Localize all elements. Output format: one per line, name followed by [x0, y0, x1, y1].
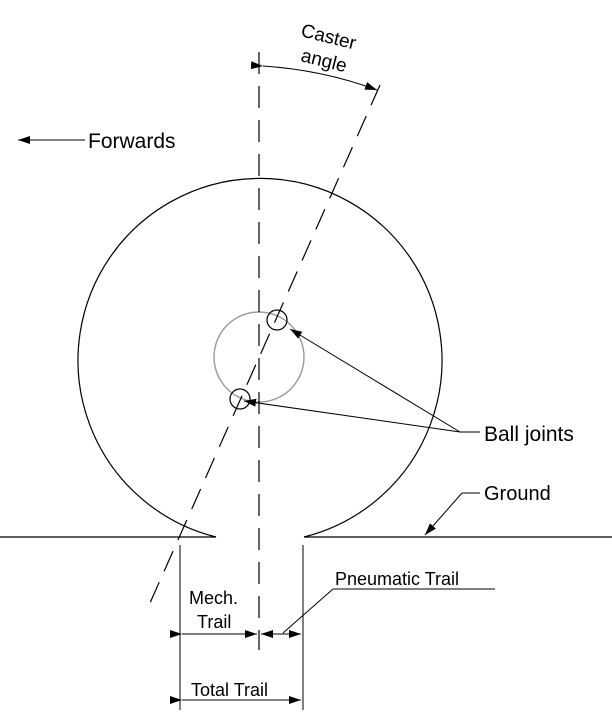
ground-leader [424, 492, 463, 536]
pneumatic-leader [282, 588, 334, 634]
ground-label: Ground [484, 483, 551, 505]
ball-joint-leader-upper [289, 328, 461, 433]
mech-trail-label-1: Mech. [189, 588, 238, 608]
upper-ball-joint [266, 309, 288, 331]
tyre-outline [77, 177, 443, 538]
steering-axis-line [149, 84, 381, 604]
ball-joints-label: Ball joints [484, 423, 574, 446]
ball-joint-leader-lower [243, 398, 461, 433]
forwards-label: Forwards [88, 130, 176, 153]
total-trail-label: Total Trail [191, 680, 268, 700]
caster-angle-arc [250, 61, 378, 91]
mech-trail-label-2: Trail [197, 612, 231, 632]
pneumatic-trail-label: Pneumatic Trail [335, 569, 459, 589]
